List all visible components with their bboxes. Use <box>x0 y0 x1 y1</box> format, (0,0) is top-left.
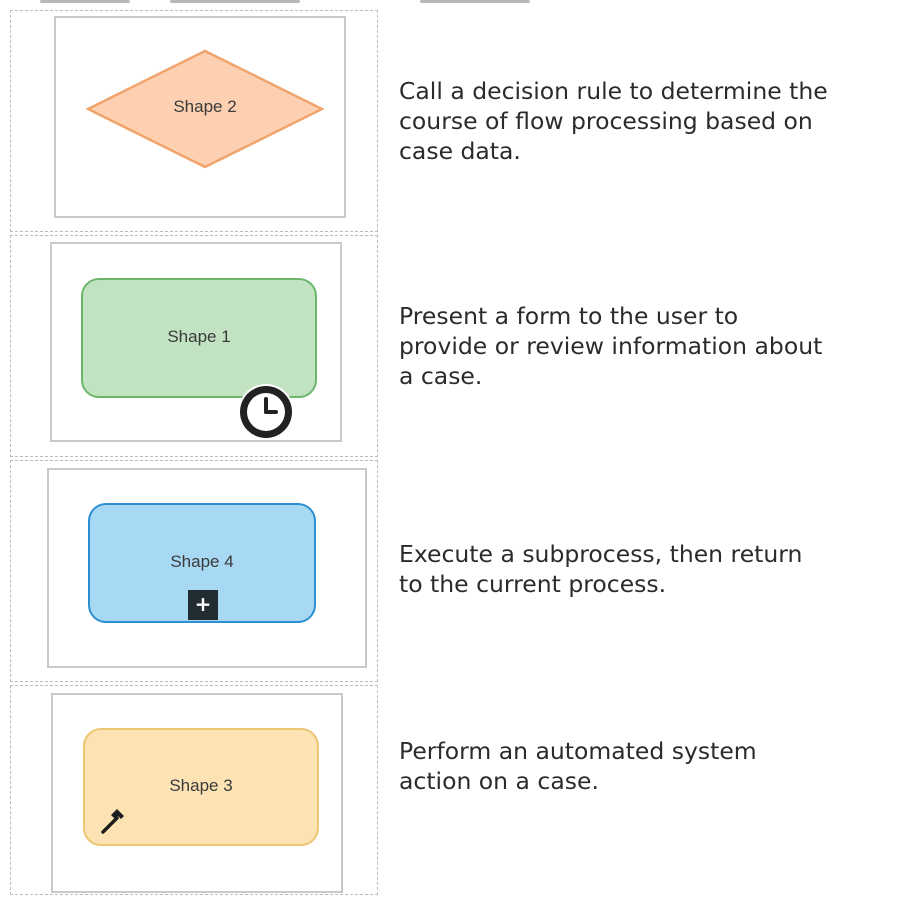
decision-diamond-shape[interactable] <box>86 49 324 169</box>
plus-icon: + <box>188 590 218 620</box>
description-line: action on a case. <box>399 767 599 795</box>
shape-label: Shape 2 <box>173 97 237 116</box>
shape-description: Execute a subprocess, then return to the… <box>399 539 919 599</box>
description-line: Execute a subprocess, then return <box>399 540 803 568</box>
utility-shape[interactable] <box>83 728 319 846</box>
description-line: a case. <box>399 362 483 390</box>
description-line: case data. <box>399 137 521 165</box>
description-line: Perform an automated system <box>399 737 757 765</box>
cropped-text-fragment <box>170 0 300 3</box>
shape-label: Shape 1 <box>167 327 231 346</box>
cropped-top-edge <box>0 0 924 6</box>
assignment-shape[interactable] <box>81 278 317 398</box>
description-line: to the current process. <box>399 570 667 598</box>
shape-description: Present a form to the user to provide or… <box>399 301 919 391</box>
shape-description: Perform an automated system action on a … <box>399 736 919 796</box>
cropped-text-fragment <box>40 0 130 3</box>
shape-description: Call a decision rule to determine the co… <box>399 76 919 166</box>
cropped-text-fragment <box>420 0 530 3</box>
shape-label: Shape 4 <box>170 552 234 571</box>
description-line: course of flow processing based on <box>399 107 813 135</box>
description-line: Call a decision rule to determine the <box>399 77 828 105</box>
shape-label: Shape 3 <box>169 776 233 795</box>
description-line: Present a form to the user to <box>399 302 739 330</box>
description-line: provide or review information about <box>399 332 823 360</box>
hammer-icon <box>101 809 124 834</box>
clock-icon <box>238 384 294 440</box>
